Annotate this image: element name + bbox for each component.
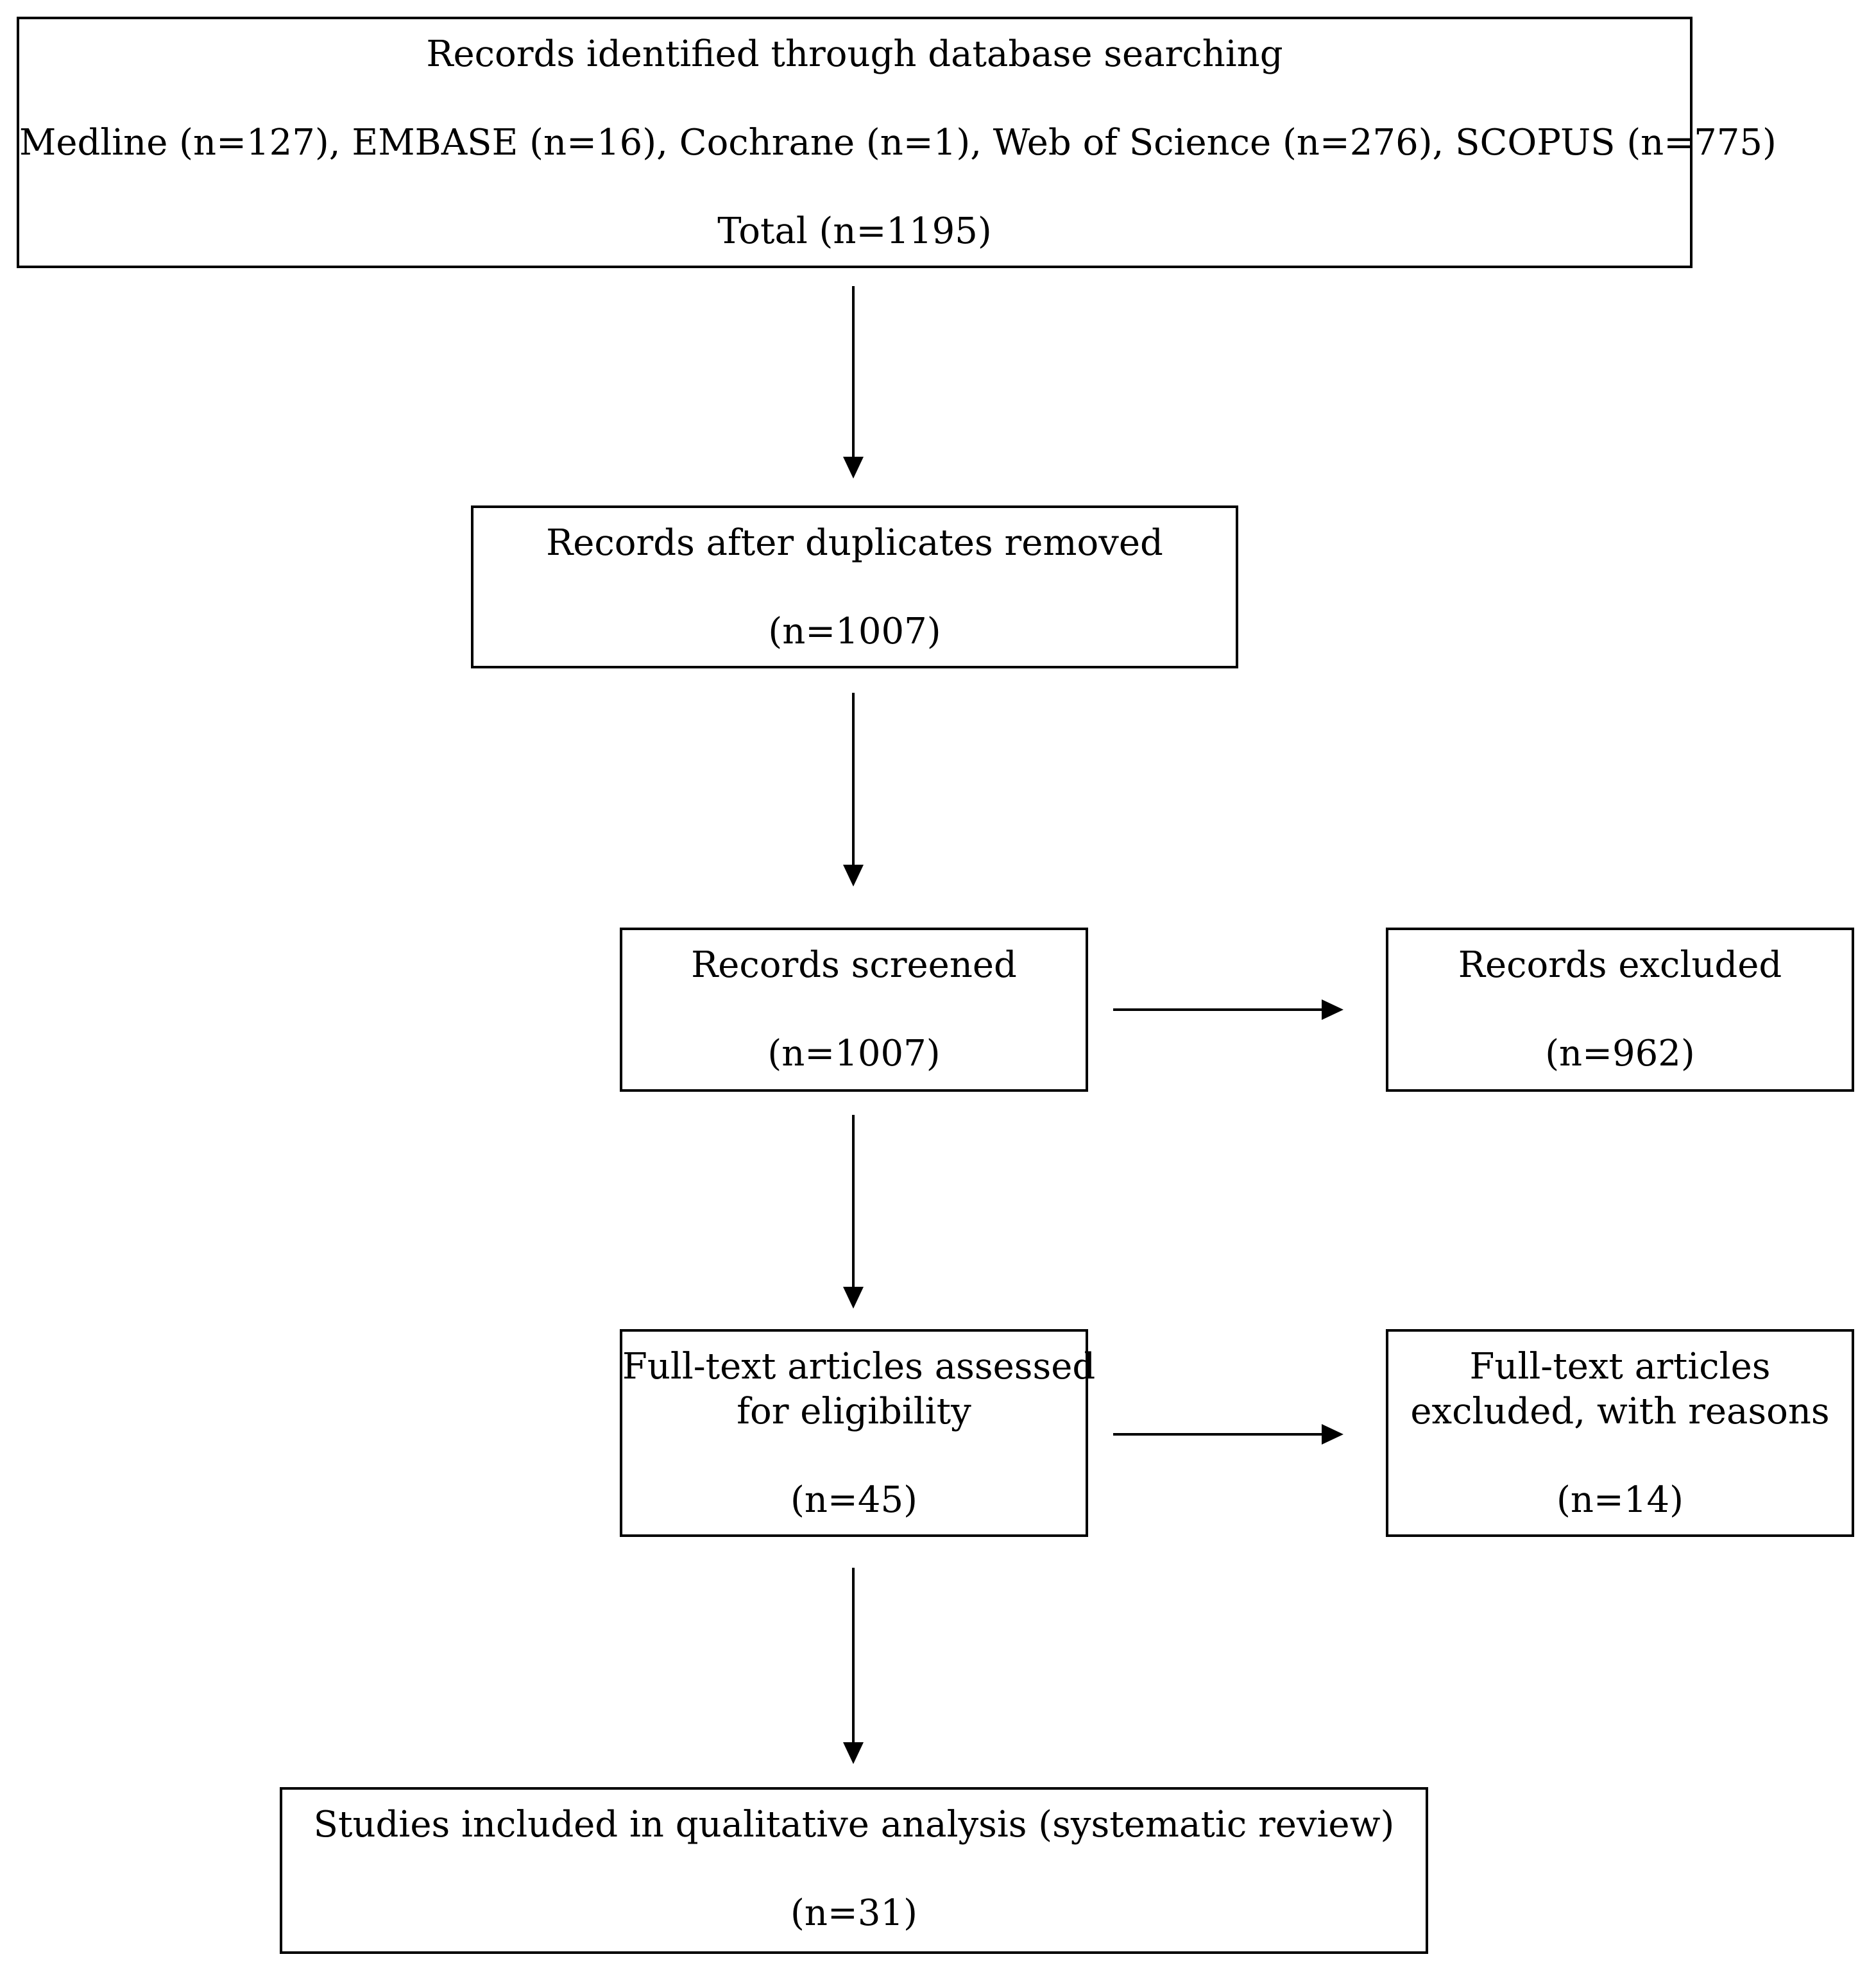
excluded-count: (n=962) [1545, 1033, 1695, 1074]
included-heading: Studies included in qualitative analysis… [313, 1804, 1395, 1845]
eligibility-count: (n=45) [790, 1479, 917, 1521]
included-box: Studies included in qualitative analysis… [280, 1787, 1428, 1954]
duplicates-removed-box: Records after duplicates removed (n=1007… [471, 505, 1238, 668]
eligibility-box: Full-text articles assessed for eligibil… [620, 1329, 1096, 1537]
eligibility-heading-line1: Full-text articles assessed [622, 1346, 1096, 1387]
excluded-heading: Records excluded [1458, 944, 1782, 986]
identification-heading: Records identified through database sear… [426, 33, 1283, 75]
fulltext-excluded-count: (n=14) [1556, 1479, 1684, 1521]
eligibility-heading-line2: for eligibility [737, 1391, 971, 1432]
arrow-identified-to-deduplicated [843, 286, 864, 479]
included-count: (n=31) [790, 1892, 917, 1934]
arrow-screened-to-excluded [1113, 999, 1343, 1020]
duplicates-removed-count: (n=1007) [768, 611, 941, 652]
excluded-box: Records excluded (n=962) [1386, 928, 1854, 1092]
identification-total: Total (n=1195) [717, 210, 992, 252]
identification-box: Records identified through database sear… [17, 17, 1777, 268]
screened-box: Records screened (n=1007) [620, 928, 1088, 1092]
fulltext-excluded-heading-line2: excluded, with reasons [1410, 1391, 1830, 1432]
arrow-eligibility-to-fulltext-excluded [1113, 1424, 1343, 1445]
arrow-screened-to-eligibility [843, 1115, 864, 1309]
screened-count: (n=1007) [767, 1033, 941, 1074]
identification-sources: Medline (n=127), EMBASE (n=16), Cochrane… [19, 122, 1777, 164]
arrow-eligibility-to-included [843, 1568, 864, 1764]
duplicates-removed-heading: Records after duplicates removed [546, 522, 1163, 564]
arrow-deduplicated-to-screened [843, 693, 864, 887]
screened-heading: Records screened [691, 944, 1017, 986]
fulltext-excluded-heading-line1: Full-text articles [1469, 1346, 1771, 1387]
fulltext-excluded-box: Full-text articles excluded, with reason… [1386, 1329, 1854, 1537]
